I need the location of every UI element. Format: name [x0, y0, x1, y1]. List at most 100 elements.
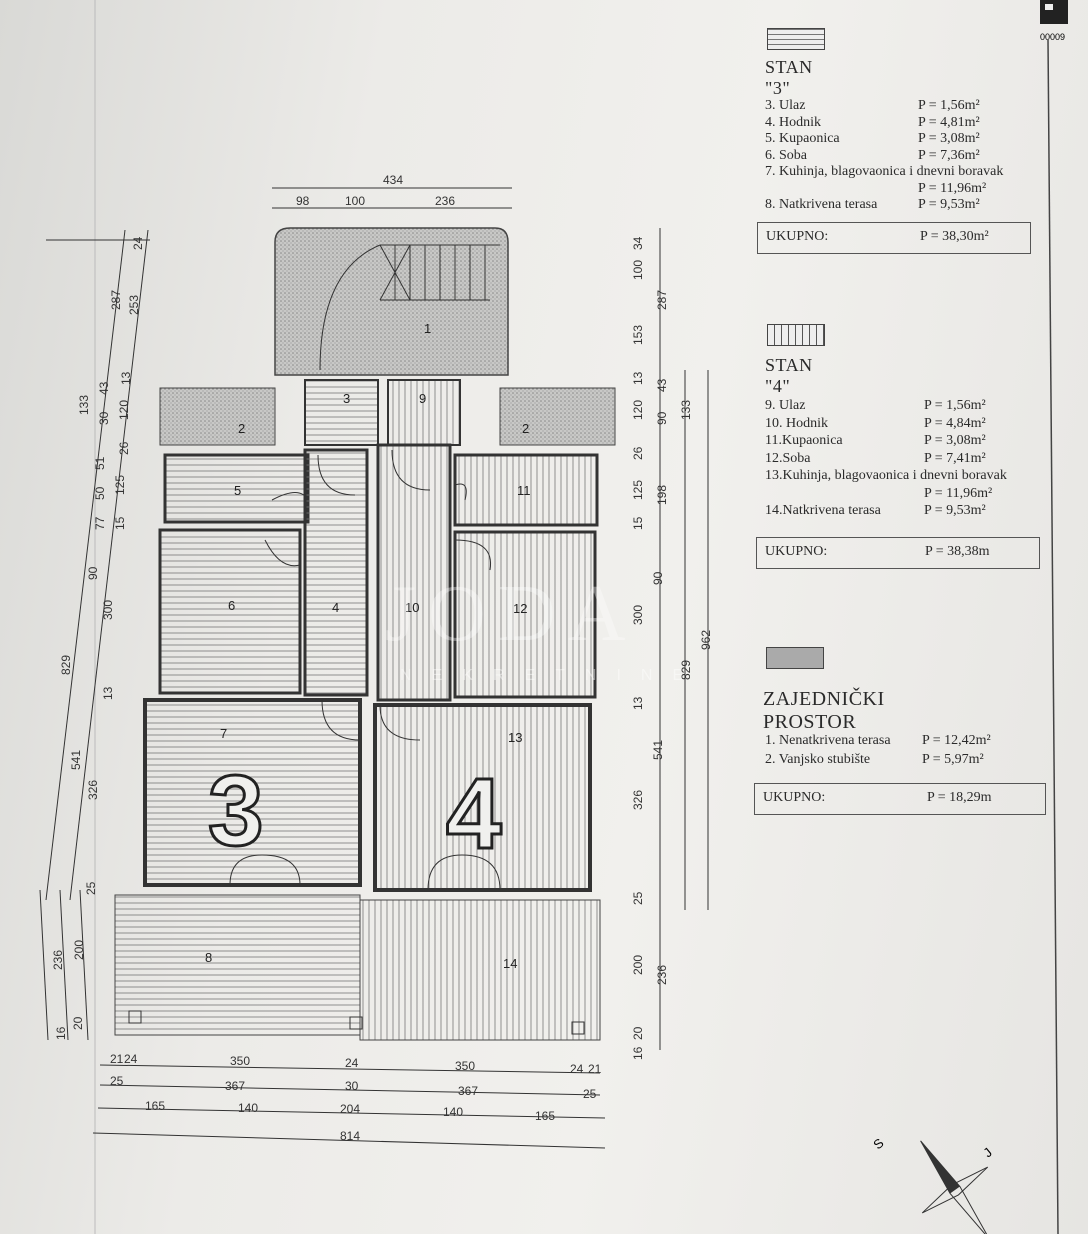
stair-treads [379, 244, 486, 301]
dim-label: 204 [340, 1102, 360, 1116]
legend-item-area: P = 12,42m² [922, 733, 991, 748]
legend-item-label: 1. Nenatkrivena terasa [765, 733, 891, 748]
dim-label: 34 [631, 236, 645, 250]
total-box: UKUPNO: P = 38,30m² [757, 222, 1031, 254]
legend-item-label: 9. Ulaz [765, 398, 806, 413]
dim-label: 962 [699, 630, 713, 650]
room-label: 12 [513, 601, 527, 616]
dim-label: 200 [631, 955, 645, 975]
dim-label: 100 [631, 260, 645, 280]
dim-label: 200 [72, 940, 86, 960]
unit-number-4: 4 [446, 758, 502, 870]
legend-title: STAN "3" [765, 57, 813, 98]
room-label: 1 [424, 321, 431, 336]
dim-label: 13 [631, 371, 645, 385]
dim-label: 20 [71, 1016, 85, 1030]
room-8 [114, 894, 361, 1036]
dim-label: 77 [93, 516, 107, 530]
legend-item-area: P = 3,08m² [924, 433, 986, 448]
dim-label: 90 [86, 566, 100, 580]
dim-label: 367 [458, 1084, 478, 1098]
dim-label: 13 [631, 696, 645, 710]
dim-label: 541 [69, 750, 83, 770]
dim-label: 140 [238, 1101, 258, 1115]
compass-letter: J [980, 1145, 995, 1161]
dim-label: 25 [631, 891, 645, 905]
dim-label: 13 [101, 686, 115, 700]
door-swings [229, 449, 501, 891]
column [128, 1010, 142, 1024]
dim-label: 829 [679, 660, 693, 680]
room-9 [387, 379, 461, 446]
dim-label: 125 [631, 480, 645, 500]
legend-item-label: 11.Kupaonica [765, 433, 843, 448]
dim-label: 24 [345, 1056, 359, 1070]
total-label: UKUPNO: [766, 229, 829, 244]
dim-label: 236 [51, 950, 65, 970]
watermark-logo: JODA [385, 570, 637, 658]
spiral-stair [319, 244, 381, 371]
hatch-swatch-dotted [766, 647, 824, 669]
dim-label: 16 [631, 1046, 645, 1060]
legend-item-label: 14.Natkrivena terasa [765, 503, 881, 518]
legend-item-area: P = 9,53m² [918, 197, 980, 212]
dim-label: 26 [631, 446, 645, 460]
dim-label: 434 [383, 173, 403, 187]
legend-item-area: P = 1,56m² [924, 398, 986, 413]
total-label: UKUPNO: [765, 544, 828, 559]
legend-item-area: P = 7,36m² [918, 147, 980, 163]
dimension-lines [39, 187, 709, 1149]
dim-label: 326 [631, 790, 645, 810]
room-1-terrace [274, 227, 509, 376]
legend-item-label: 2. Vanjsko stubište [765, 752, 871, 767]
legend-title: ZAJEDNIČKI PROSTOR [763, 688, 885, 733]
room-12 [453, 530, 597, 699]
doc-code: 00009 [1040, 32, 1065, 42]
column [571, 1021, 585, 1035]
north-arrow-icon [920, 1140, 990, 1234]
room-4 [303, 448, 369, 697]
legend-item-area: P = 1,56m² [918, 98, 980, 113]
legend-item-label: 3. Ulaz [765, 98, 806, 113]
dim-label: 21 [588, 1062, 602, 1076]
room-label: 6 [228, 598, 235, 613]
dim-label: 367 [225, 1079, 245, 1093]
dim-label: 287 [655, 290, 669, 310]
legend-item-area: P = 5,97m² [922, 752, 984, 767]
total-label: UKUPNO: [763, 790, 826, 805]
dim-label: 326 [86, 780, 100, 800]
room-label: 4 [332, 600, 339, 615]
dim-label: 236 [435, 194, 455, 208]
legend-item-label: 4. Hodnik [765, 114, 821, 130]
dim-label: 100 [345, 194, 365, 208]
dim-label: 120 [117, 400, 131, 420]
dim-label: 30 [97, 411, 111, 425]
dim-label: 51 [93, 456, 107, 470]
room-label: 7 [220, 726, 227, 741]
dim-label: 25 [583, 1087, 597, 1101]
dim-label: 165 [535, 1109, 555, 1123]
dim-label: 13 [119, 371, 133, 385]
dim-label: 21 [110, 1052, 124, 1066]
dim-label: 16 [54, 1026, 68, 1040]
hatch-swatch-vertical [767, 324, 825, 346]
room-14 [359, 899, 601, 1041]
room-11 [453, 453, 599, 527]
legend-item-area: P = 9,53m² [924, 503, 986, 518]
room-label: 3 [343, 391, 350, 406]
legend-item-label: 6. Soba [765, 147, 807, 163]
total-value: P = 38,38m [925, 544, 990, 559]
dim-label: 120 [631, 400, 645, 420]
legend-item-area: P = 4,81m² [918, 114, 980, 130]
dim-label: 43 [97, 381, 111, 395]
dim-label: 236 [655, 965, 669, 985]
unit-number-3: 3 [208, 755, 264, 867]
total-box: UKUPNO: P = 38,38m [756, 537, 1040, 569]
dim-label: 350 [455, 1059, 475, 1073]
dim-label: 287 [109, 290, 123, 310]
room-label: 8 [205, 950, 212, 965]
